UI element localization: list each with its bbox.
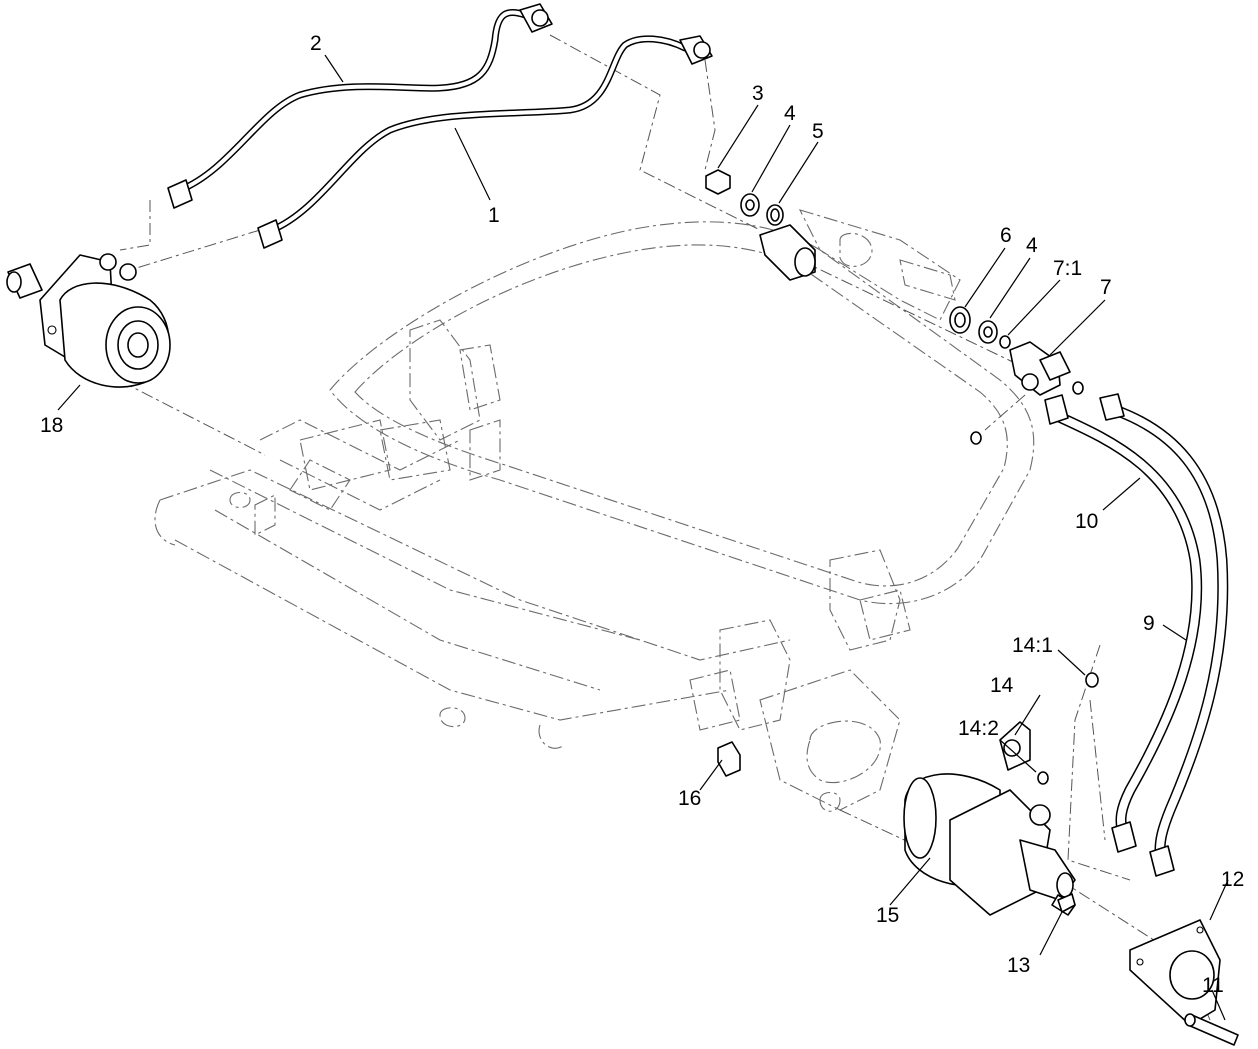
fittings-upper bbox=[705, 169, 816, 281]
phantom-frame bbox=[154, 209, 1035, 812]
callout-14-2: 14:2 bbox=[958, 717, 999, 740]
leader-lines bbox=[57, 54, 1229, 1021]
callout-13: 13 bbox=[1007, 954, 1030, 977]
bolt-11 bbox=[1184, 1013, 1239, 1046]
motor-18 bbox=[6, 253, 171, 388]
callout-14: 14 bbox=[990, 674, 1014, 697]
callout-6: 6 bbox=[1000, 224, 1012, 247]
callout-4-lower: 4 bbox=[1026, 234, 1038, 257]
callout-11: 11 bbox=[1202, 974, 1224, 997]
tube-1 bbox=[257, 35, 713, 249]
callout-5: 5 bbox=[812, 120, 824, 143]
hoses bbox=[1044, 393, 1229, 877]
part-16 bbox=[717, 741, 741, 777]
callout-2: 2 bbox=[310, 32, 322, 55]
motor-15 bbox=[903, 773, 1076, 916]
key-13 bbox=[1057, 893, 1076, 913]
tube-2 bbox=[167, 3, 553, 209]
callout-4-upper: 4 bbox=[784, 102, 796, 125]
callout-labels: 2 1 3 4 5 6 4 7:1 7 10 9 14:1 14 14:2 16… bbox=[40, 32, 1244, 997]
callout-10: 10 bbox=[1075, 510, 1098, 533]
callout-18: 18 bbox=[40, 414, 63, 437]
fittings-14 bbox=[999, 672, 1099, 785]
callout-12: 12 bbox=[1221, 868, 1244, 891]
callout-7-1: 7:1 bbox=[1053, 257, 1082, 280]
callout-9: 9 bbox=[1143, 612, 1155, 635]
bracket-12 bbox=[1129, 919, 1221, 1026]
callout-7: 7 bbox=[1100, 276, 1112, 299]
callout-3: 3 bbox=[752, 82, 764, 105]
callout-16: 16 bbox=[678, 787, 701, 810]
callout-14-1: 14:1 bbox=[1012, 634, 1053, 657]
callout-15: 15 bbox=[876, 904, 899, 927]
callout-1: 1 bbox=[488, 204, 500, 227]
fittings-tee bbox=[949, 306, 1084, 445]
